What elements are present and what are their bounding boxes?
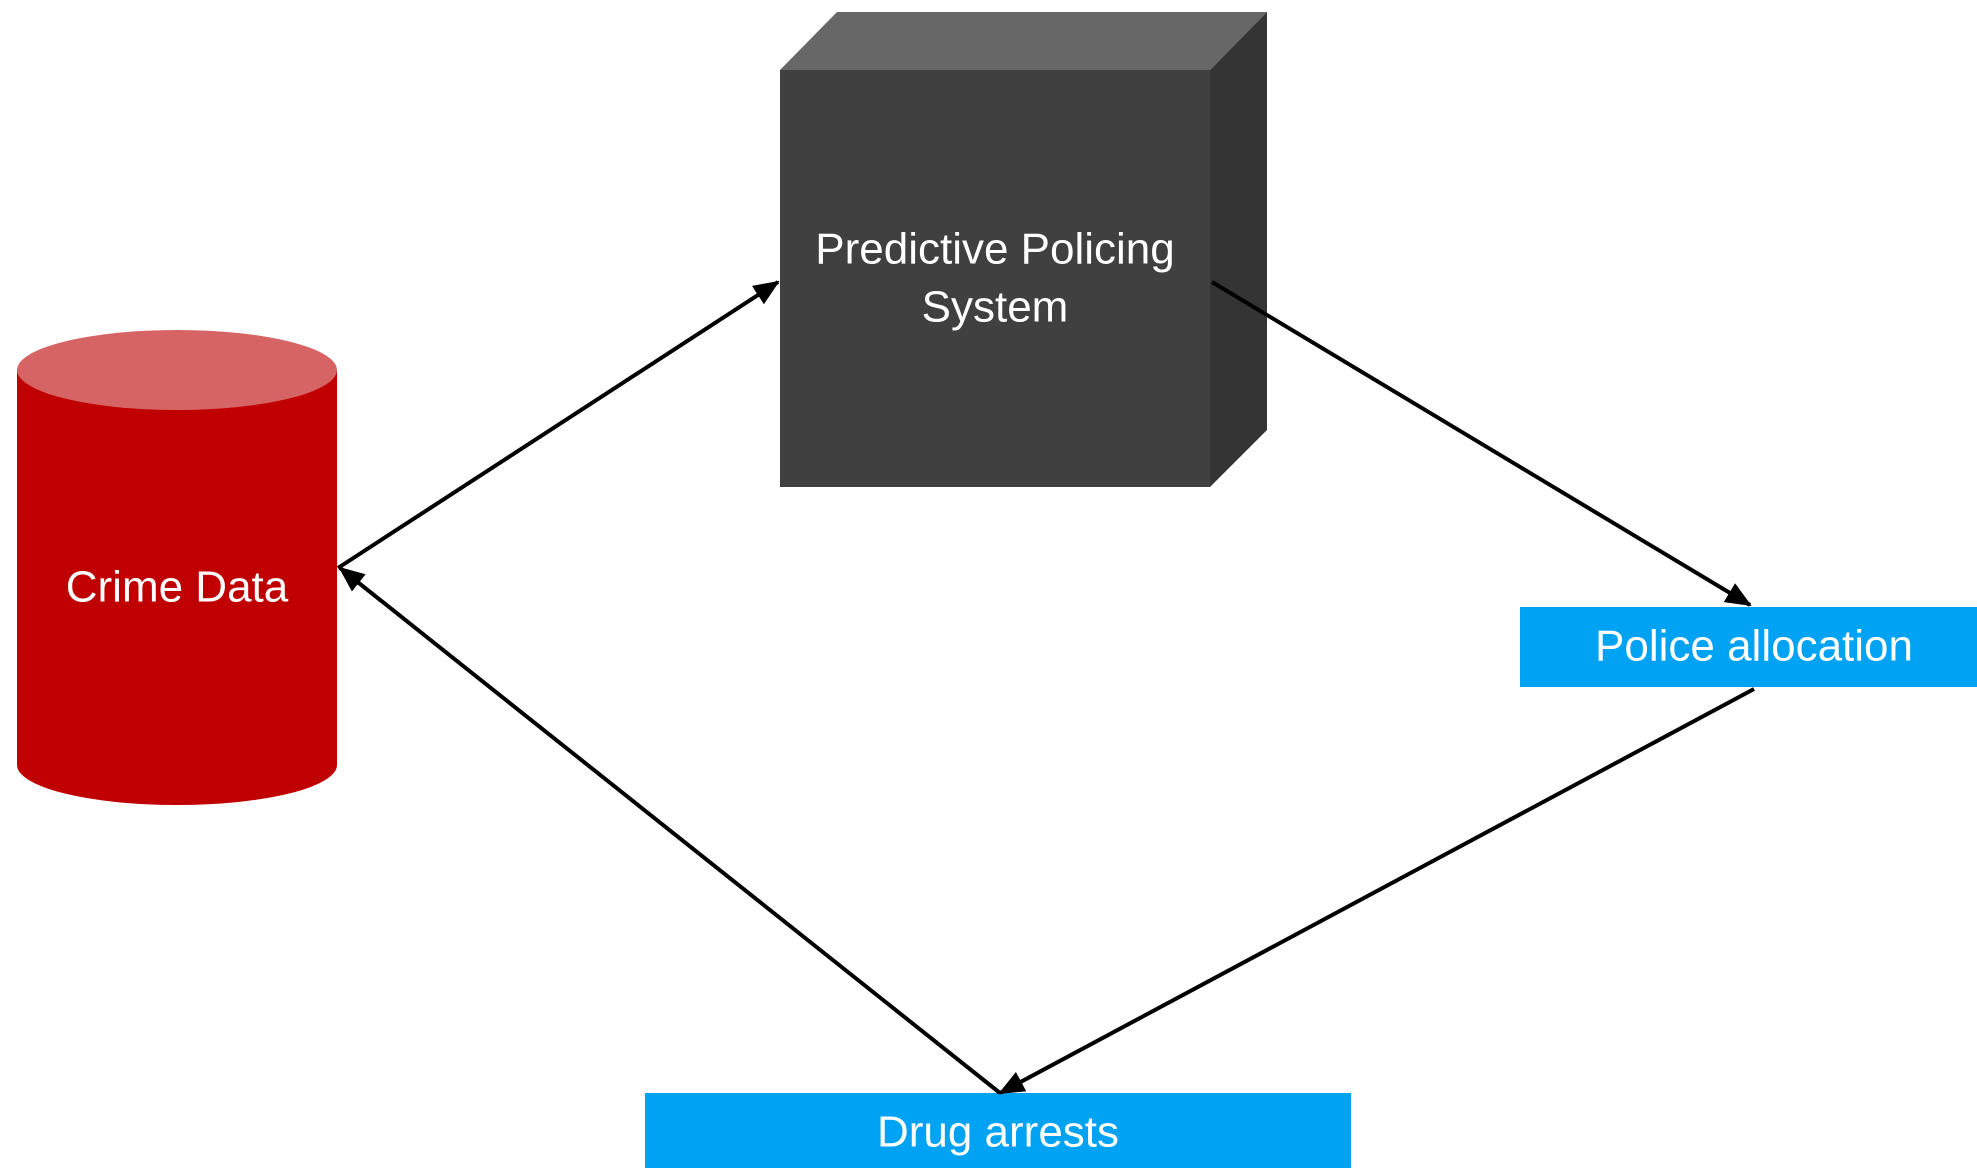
drug-arrests-label: Drug arrests — [877, 1108, 1119, 1157]
cube-front-face — [780, 70, 1210, 487]
arrow-predictive-system-to-police-allocation — [1210, 280, 1752, 607]
crime-data-node: Crime Data — [17, 330, 337, 805]
arrow-crime-data-to-predictive-system — [336, 280, 780, 570]
drug-arrests-box — [645, 1093, 1351, 1168]
predictive-system-label-line2: System — [922, 283, 1069, 332]
crime-data-cylinder-body — [17, 370, 337, 805]
crime-data-label: Crime Data — [66, 563, 289, 612]
drug-arrests-node: Drug arrests — [645, 1093, 1351, 1168]
cube-top-face — [780, 12, 1267, 70]
cube-side-face — [1210, 12, 1267, 487]
crime-data-cylinder-top — [17, 330, 337, 410]
arrow-police-allocation-to-drug-arrests — [998, 687, 1755, 1095]
police-allocation-label: Police allocation — [1595, 622, 1913, 671]
police-allocation-node: Police allocation — [1520, 607, 1977, 687]
predictive-policing-system-node: Predictive Policing System — [780, 12, 1267, 487]
police-allocation-box — [1520, 607, 1977, 687]
predictive-system-label-line1: Predictive Policing — [815, 225, 1175, 274]
arrow-drug-arrests-to-crime-data — [338, 566, 1002, 1095]
